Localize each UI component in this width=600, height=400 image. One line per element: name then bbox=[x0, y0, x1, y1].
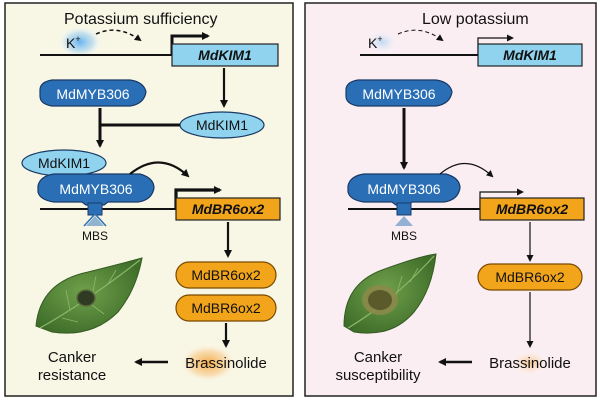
potassium-glow bbox=[58, 26, 102, 58]
leaf-susceptible-icon bbox=[343, 253, 437, 334]
br6ox2-protein-b-label: MdBR6ox2 bbox=[191, 300, 260, 316]
outcome-line2-right: susceptibility bbox=[335, 367, 421, 384]
kim1-protein-free-label: MdKIM1 bbox=[196, 117, 248, 133]
kim1-protein-bound-label: MdKIM1 bbox=[38, 155, 90, 171]
mbs-marker-fill bbox=[86, 216, 104, 226]
mbs-label: MBS bbox=[82, 229, 108, 243]
potassium-glow-faint bbox=[364, 29, 400, 55]
br6ox2-gene-label-right: MdBR6ox2 bbox=[496, 201, 569, 217]
myb306-protein-bound-right-label: MdMYB306 bbox=[367, 181, 440, 197]
left-panel-title: Potassium sufficiency bbox=[64, 11, 218, 28]
outcome-line1: Canker bbox=[48, 349, 96, 366]
brassinolide-label-right: Brassinolide bbox=[489, 355, 571, 372]
myb306-protein-top-right bbox=[345, 79, 453, 107]
myb306-protein-bound-right bbox=[347, 173, 461, 206]
kim1-gene-box bbox=[171, 43, 279, 67]
brassinolide-glow-right bbox=[510, 349, 550, 377]
outcome-line2: resistance bbox=[38, 367, 106, 384]
kim1-gene-label: MdKIM1 bbox=[198, 47, 252, 63]
kim1-gene-label-right: MdKIM1 bbox=[503, 47, 557, 63]
myb306-protein-top bbox=[39, 79, 147, 107]
potassium-dashed-arrow bbox=[95, 29, 142, 42]
myb306-protein-top-label: MdMYB306 bbox=[56, 86, 129, 102]
br6ox2-protein-a-label: MdBR6ox2 bbox=[191, 267, 260, 283]
mbs-label-right: MBS bbox=[391, 229, 417, 243]
mbs-element-right bbox=[396, 202, 412, 216]
right-panel: Low potassium K+ MdKIM1 MdMYB306 MdMYB30… bbox=[304, 2, 597, 397]
potassium-label-right: K+ bbox=[368, 34, 383, 51]
right-panel-title: Low potassium bbox=[422, 11, 529, 28]
mbs-marker bbox=[83, 212, 107, 227]
br6ox2-protein-right bbox=[477, 263, 583, 291]
br6ox2-protein-b bbox=[175, 294, 277, 322]
myb306-protein-bound bbox=[37, 173, 155, 206]
br6ox2-gene-box bbox=[175, 197, 281, 221]
potassium-label: K+ bbox=[66, 34, 81, 51]
potassium-dashed-arrow-right bbox=[397, 29, 444, 42]
myb306-protein-top-right-label: MdMYB306 bbox=[362, 86, 435, 102]
leaf-resistant-icon bbox=[35, 257, 143, 334]
brassinolide-glow bbox=[178, 343, 238, 383]
br6ox2-gene-box-right bbox=[479, 197, 585, 221]
outcome-line1-right: Canker bbox=[354, 349, 402, 366]
mbs-marker-right bbox=[395, 216, 413, 226]
activation-curved-arrow-right bbox=[439, 162, 494, 178]
myb306-protein-bound-label: MdMYB306 bbox=[59, 181, 132, 197]
brassinolide-label: Brassinolide bbox=[185, 355, 267, 372]
br6ox2-protein-a bbox=[175, 261, 277, 289]
kim1-gene-box-right bbox=[477, 43, 583, 67]
left-panel: Potassium sufficiency K+ MdKIM1 MdMYB306… bbox=[4, 2, 294, 397]
br6ox2-gene-label: MdBR6ox2 bbox=[192, 201, 265, 217]
br6ox2-protein-right-label: MdBR6ox2 bbox=[495, 269, 564, 285]
activation-curved-arrow bbox=[129, 161, 190, 178]
